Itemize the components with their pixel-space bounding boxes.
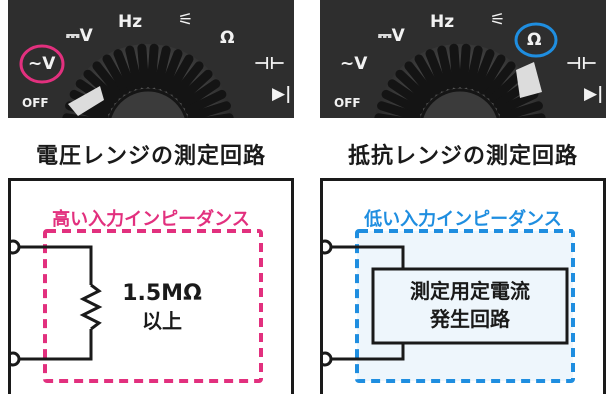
resistance-dial-photo: ~V ⎓V Hz ⚟ Ω ⊣⊢ ▶| OFF [320,0,606,118]
continuity-icon: ⚟ [178,10,193,30]
bottom-wire [11,329,91,359]
voltage-dial-photo: ~V ⎓V Hz ⚟ Ω ⊣⊢ ▶| OFF [8,0,294,118]
knob-ridge [463,48,466,84]
input-terminal-bottom [11,353,19,365]
top-wire [11,247,91,285]
dial-label-dc-voltage: ⎓V [66,26,93,46]
low-impedance-label: 低い入力インピーダンス [323,205,603,231]
resistance-value: 1.5MΩ [107,281,217,307]
diode-icon: ▶| [272,84,291,104]
dial-label-resistance: Ω [220,28,234,48]
voltage-range-panel: ~V ⎓V Hz ⚟ Ω ⊣⊢ ▶| OFF 電圧レンジの測定回路 高い入力イン… [8,0,294,118]
resistance-range-title: 抵抗レンジの測定回路 [320,138,606,170]
dial-label-frequency: Hz [430,12,454,32]
knob-ridge [151,48,154,84]
dial-label-ac-voltage: ~V [340,54,367,74]
dial-label-capacitance: ⊣⊢ [566,54,597,74]
dial-label-resistance: Ω [527,30,541,50]
dial-label-frequency: Hz [118,12,142,32]
resistance-circuit-diagram: 低い入力インピーダンス 測定用定電流 発生回路 [320,178,606,394]
current-source-label-line2: 発生回路 [373,305,567,333]
knob-ridge [142,48,145,84]
voltage-range-title: 電圧レンジの測定回路 [8,138,294,170]
dial-label-ac-voltage: ~V [28,54,55,74]
resistor-symbol [83,285,99,329]
dial-label-capacitance: ⊣⊢ [254,54,285,74]
resistance-range-panel: ~V ⎓V Hz ⚟ Ω ⊣⊢ ▶| OFF 抵抗レンジの測定回路 低い入力イン… [320,0,606,118]
continuity-icon: ⚟ [490,10,505,30]
dial-label-off: OFF [22,96,49,110]
high-impedance-label: 高い入力インピーダンス [11,205,291,231]
current-source-label-line1: 測定用定電流 [373,277,567,305]
input-terminal-top [11,241,19,253]
input-terminal-bottom [323,353,331,365]
dial-label-off: OFF [334,96,361,110]
knob-ridge [454,48,457,84]
input-terminal-top [323,241,331,253]
resistance-qualifier: 以上 [107,309,217,333]
voltage-circuit-diagram: 高い入力インピーダンス 1.5MΩ 以上 [8,178,294,394]
diode-icon: ▶| [584,84,603,104]
dial-label-dc-voltage: ⎓V [378,26,405,46]
